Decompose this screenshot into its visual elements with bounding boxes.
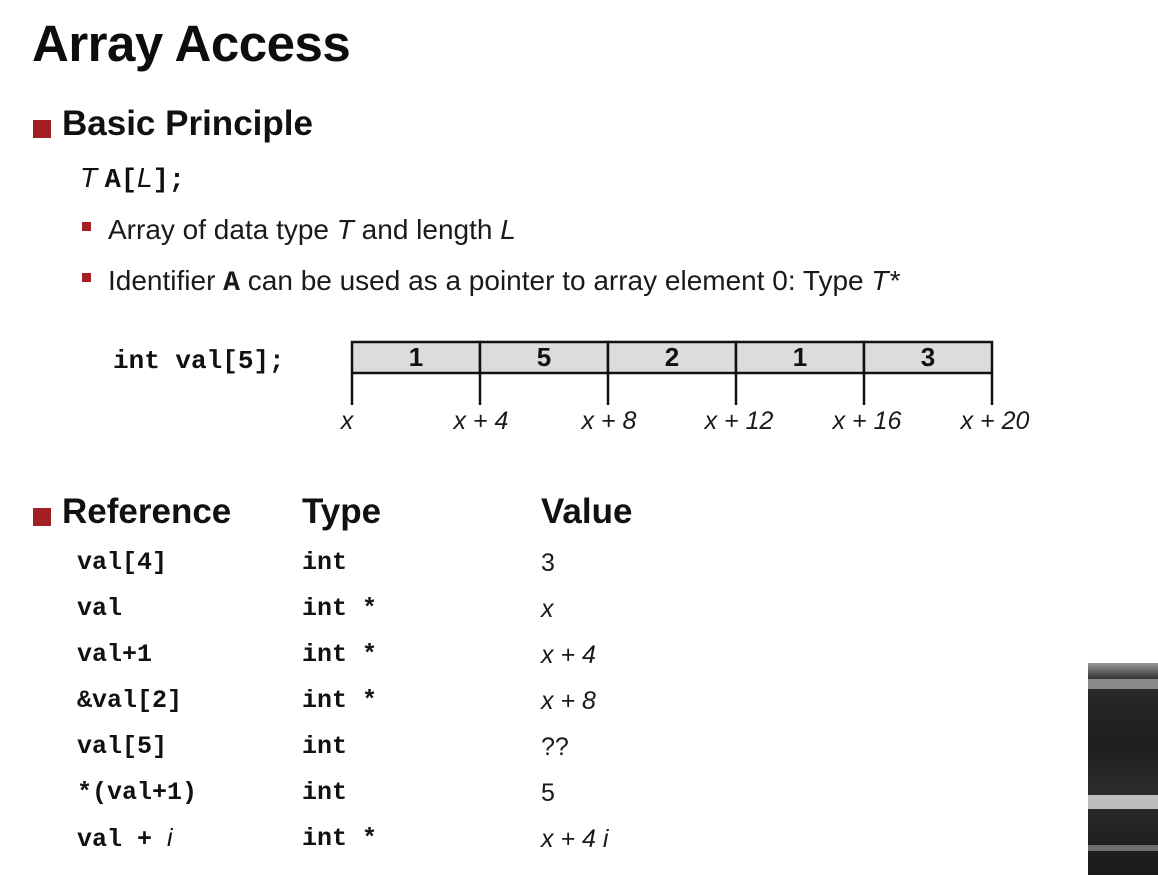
table-cell-type: int <box>302 732 348 761</box>
bullet-var-l: L <box>500 214 516 245</box>
bullet-var-t: T <box>336 214 354 245</box>
table-cell-value: x + 4 i <box>541 825 609 853</box>
address-label: x + 12 <box>704 407 774 435</box>
decl-name: A[ <box>104 166 138 196</box>
address-label: x <box>340 407 354 435</box>
array-cell-value: 3 <box>921 342 935 372</box>
table-cell-type: int * <box>302 640 378 669</box>
section-bullet-icon <box>33 120 51 138</box>
reference-code: val + <box>77 825 168 854</box>
array-cell-value: 2 <box>665 342 679 372</box>
decl-type: T <box>80 162 98 193</box>
table-cell-type: int * <box>302 594 378 623</box>
table-cell-value: x + 4 <box>541 641 596 669</box>
diagram-declaration: int val[5]; <box>113 346 285 376</box>
address-label: x + 8 <box>581 407 637 435</box>
bullet-identifier-a: A <box>223 268 240 299</box>
array-cell <box>862 340 994 375</box>
section-heading-basic-principle: Basic Principle <box>62 104 313 143</box>
array-cell-value: 1 <box>409 342 423 372</box>
bullet-text-identifier: Identifier A can be used as a pointer to… <box>108 265 899 299</box>
address-label: x + 4 <box>453 407 509 435</box>
array-cell-value: 1 <box>793 342 807 372</box>
bullet-icon <box>82 222 91 231</box>
bullet-type-tstar: T* <box>871 265 900 296</box>
section-bullet-icon <box>33 508 51 526</box>
table-cell-value: x <box>541 595 554 623</box>
column-heading-value: Value <box>541 492 633 531</box>
bullet-text-part: Identifier <box>108 265 224 296</box>
decl-length: L <box>137 162 153 193</box>
bullet-text-array-type: Array of data type T and length L <box>108 214 516 246</box>
table-cell-reference: val + i <box>77 824 173 854</box>
table-cell-reference: val[5] <box>77 732 168 761</box>
table-cell-type: int <box>302 778 348 807</box>
table-cell-type: int * <box>302 686 378 715</box>
table-cell-value: 5 <box>541 779 555 807</box>
lecture-video-fragment <box>1088 663 1158 875</box>
bullet-icon <box>82 273 91 282</box>
table-cell-reference: val+1 <box>77 640 153 669</box>
reference-variable: i <box>167 824 173 852</box>
table-cell-reference: val[4] <box>77 548 168 577</box>
table-cell-type: int <box>302 548 348 577</box>
address-label: x + 16 <box>832 407 902 435</box>
column-heading-type: Type <box>302 492 382 531</box>
photo-band <box>1088 795 1158 809</box>
array-cell <box>478 340 610 375</box>
table-cell-value: 3 <box>541 549 555 577</box>
array-cell <box>606 340 738 375</box>
table-cell-value: x + 8 <box>541 687 596 715</box>
table-cell-reference: val <box>77 594 123 623</box>
bullet-text-part: and length <box>353 214 501 245</box>
decl-close: ]; <box>152 166 186 196</box>
bullet-text-part: can be used as a pointer to array elemen… <box>239 265 872 296</box>
table-cell-reference: &val[2] <box>77 686 183 715</box>
table-cell-value: ?? <box>541 733 569 761</box>
photo-band <box>1088 845 1158 851</box>
table-cell-type: int * <box>302 824 378 853</box>
array-memory-diagram: 1 5 2 1 3 <box>350 340 994 405</box>
photo-band <box>1088 679 1158 689</box>
table-cell-reference: *(val+1) <box>77 778 198 807</box>
declaration-line: T A[L]; <box>80 162 185 196</box>
array-cell <box>350 340 482 375</box>
bullet-text-part: Array of data type <box>108 214 337 245</box>
slide-title: Array Access <box>32 15 351 72</box>
array-cell-value: 5 <box>537 342 551 372</box>
column-heading-reference: Reference <box>62 492 232 531</box>
address-label: x + 20 <box>960 407 1030 435</box>
